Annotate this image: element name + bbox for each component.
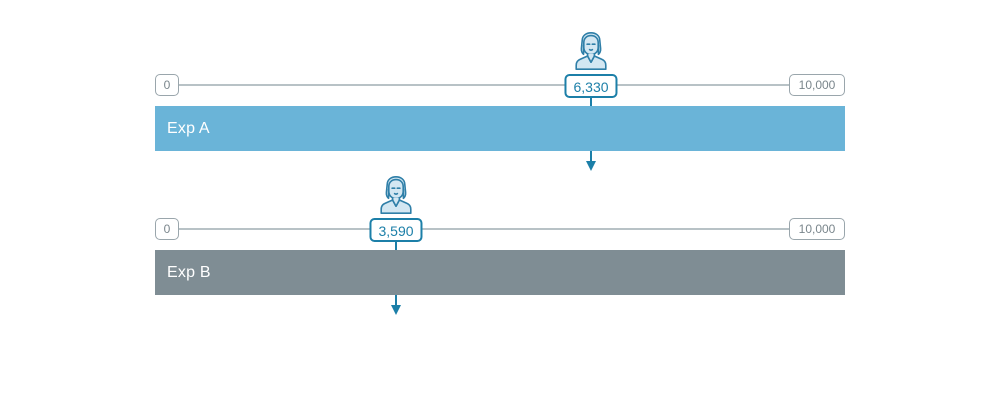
slider-max-label-exp-b: 10,000 [789, 218, 845, 240]
slider-min-label-exp-b: 0 [155, 218, 179, 240]
slider-max-label-exp-a: 10,000 [789, 74, 845, 96]
slider-track-exp-a[interactable] [178, 84, 793, 86]
value-arrowhead-exp-a [586, 161, 596, 171]
slider-track-exp-b[interactable] [178, 228, 793, 230]
value-arrowhead-exp-b [391, 305, 401, 315]
slider-value-label-exp-b: 3,590 [369, 218, 423, 242]
bar-label-exp-b: Exp B [167, 263, 211, 281]
bar-exp-b: Exp B [155, 250, 845, 295]
bar-label-exp-a: Exp A [167, 119, 210, 137]
slider-min-label-exp-a: 0 [155, 74, 179, 96]
slider-value-label-exp-a: 6,330 [564, 74, 618, 98]
bar-exp-a: Exp A [155, 106, 845, 151]
woman-avatar-icon [374, 175, 418, 215]
woman-avatar-icon [569, 31, 613, 71]
